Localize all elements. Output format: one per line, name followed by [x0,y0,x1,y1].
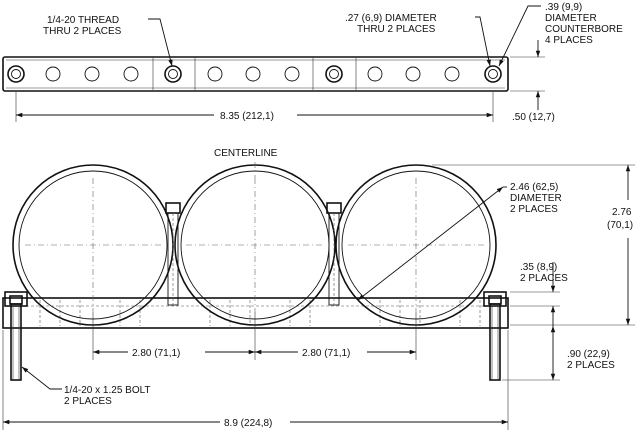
front-view-clamp [2,164,509,381]
overall-length-dimension: 8.9 (224,8) [2,330,509,430]
top-thickness-dimension: .50 (12,7) [510,40,555,123]
overall-length-label: 8.9 (224,8) [224,418,272,429]
base-height-callout: .90 (22,9) 2 PLACES [502,326,615,381]
top-thickness-label: .50 (12,7) [512,112,555,123]
counterbore-holes [7,65,502,83]
base-height-line2: 2 PLACES [567,360,615,371]
base-height-line1: .90 (22,9) [567,349,610,360]
clamp-diameter-callout: 2.46 (62,5) DIAMETER 2 PLACES [357,182,562,301]
counterbore-callout-line1: .39 (9,9) [545,2,582,13]
bolt-callout: 1/4-20 x 1.25 BOLT 2 PLACES [21,366,151,407]
base-bolts [10,303,501,381]
overall-height-label-2: (70,1) [607,220,633,231]
centerline-callout: CENTERLINE [214,148,278,178]
top-length-dimension: 8.35 (212,1) [15,92,494,122]
clamp-bolts [165,202,342,306]
thread-callout-line1: 1/4-20 THREAD [47,15,119,26]
counterbore-callout-line4: 4 PLACES [545,35,593,46]
clamp-diameter-line3: 2 PLACES [510,204,558,215]
lip-height-line2: 2 PLACES [520,273,568,284]
lip-height-callout: .35 (8,9) 2 PLACES [510,262,568,326]
centerline-label: CENTERLINE [214,148,278,159]
spacing-left-label: 2.80 (71,1) [132,348,180,359]
top-view-bar [2,56,509,92]
bolt-callout-line2: 2 PLACES [64,396,112,407]
spacing-dimensions: 2.80 (71,1) 2.80 (71,1) [92,312,417,360]
clamp-diameter-line1: 2.46 (62,5) [510,182,558,193]
end-lips [4,291,507,307]
hole-diameter-callout-line1: .27 (6,9) DIAMETER [345,13,437,24]
top-callouts: 1/4-20 THREAD THRU 2 PLACES .27 (6,9) DI… [43,2,623,67]
overall-height-label-1: 2.76 [612,207,632,218]
lip-height-line1: .35 (8,9) [520,262,557,273]
top-view-holes [45,66,460,82]
center-marks [25,178,485,312]
hole-diameter-callout-line2: THRU 2 PLACES [357,24,436,35]
counterbore-callout-line3: COUNTERBORE [545,24,623,35]
spacing-right-label: 2.80 (71,1) [302,348,350,359]
bolt-callout-line1: 1/4-20 x 1.25 BOLT [64,385,151,396]
counterbore-callout-line2: DIAMETER [545,13,597,24]
clamp-diameter-line2: DIAMETER [510,193,562,204]
overall-height-dimension: 2.76 (70,1) [432,164,635,326]
top-length-label: 8.35 (212,1) [220,111,274,122]
thread-callout-line2: THRU 2 PLACES [43,26,122,37]
